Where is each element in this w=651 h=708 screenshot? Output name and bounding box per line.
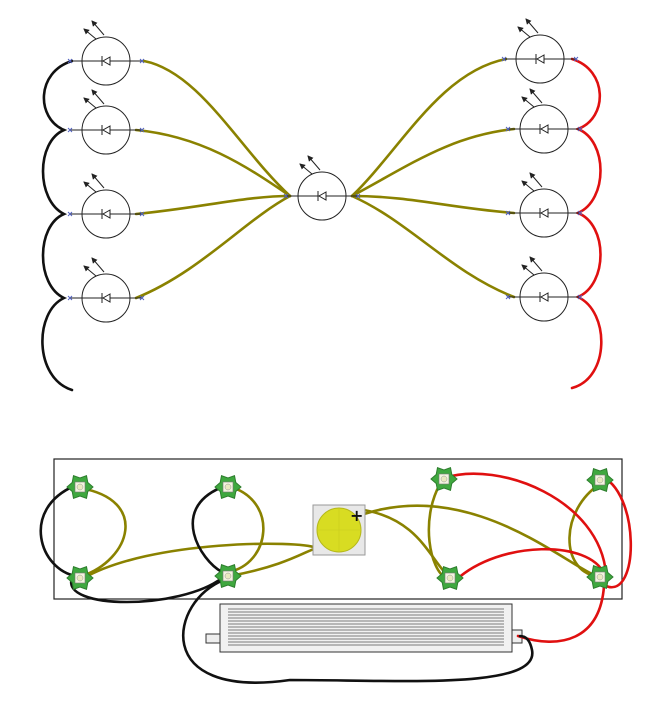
cob-led-icon: + <box>312 504 366 556</box>
star-led-icon <box>214 475 242 499</box>
led-center <box>283 155 361 221</box>
bb-olive-2 <box>82 542 318 580</box>
bb-olive-1 <box>78 486 127 578</box>
led-driver <box>205 603 523 653</box>
bb-red-1 <box>442 472 608 576</box>
bb-black-1 <box>39 484 78 578</box>
led-right-4 <box>505 256 583 322</box>
wire-olive-l4 <box>134 194 292 300</box>
wire-red-right <box>570 57 603 390</box>
led-left-3 <box>67 173 145 239</box>
led-symbol-icon <box>299 155 327 201</box>
led-symbol-icon <box>521 88 549 134</box>
bb-olive-3 <box>226 484 265 574</box>
breadboard: + <box>39 458 633 684</box>
bb-red-4 <box>516 584 606 643</box>
wire-olive-r4 <box>350 194 516 299</box>
led-symbol-icon <box>83 257 111 303</box>
led-symbol-icon <box>83 89 111 135</box>
wire-olive-l2 <box>134 128 292 198</box>
bb-olive-8 <box>568 482 602 578</box>
cob-polarity-label: + <box>350 506 363 525</box>
bb-black-3 <box>191 486 224 574</box>
led-right-1 <box>501 18 579 84</box>
led-symbol-icon <box>83 20 111 66</box>
wire-olive-r2 <box>350 127 516 198</box>
led-left-1 <box>67 20 145 86</box>
wire-olive-l1 <box>142 59 292 198</box>
star-led-icon <box>436 566 464 590</box>
led-symbol-icon <box>83 173 111 219</box>
wire-black-left <box>41 59 74 392</box>
star-led-icon <box>214 564 242 588</box>
led-right-2 <box>505 88 583 154</box>
star-led-icon <box>66 475 94 499</box>
led-left-4 <box>67 257 145 323</box>
wire-olive-r1 <box>350 57 508 198</box>
bb-black-4 <box>181 578 534 684</box>
led-symbol-icon <box>521 256 549 302</box>
star-led-icon <box>66 566 94 590</box>
bb-red-3 <box>454 547 606 582</box>
star-led-icon <box>586 468 614 492</box>
star-led-icon <box>430 467 458 491</box>
led-right-3 <box>505 172 583 238</box>
schematic <box>41 18 603 392</box>
led-symbol-icon <box>517 18 545 64</box>
led-left-2 <box>67 89 145 155</box>
led-symbol-icon <box>521 172 549 218</box>
bb-red-2 <box>598 474 633 589</box>
star-led-icon <box>586 565 614 589</box>
wire-olive-r3 <box>350 194 516 215</box>
wire-olive-l3 <box>134 194 292 216</box>
